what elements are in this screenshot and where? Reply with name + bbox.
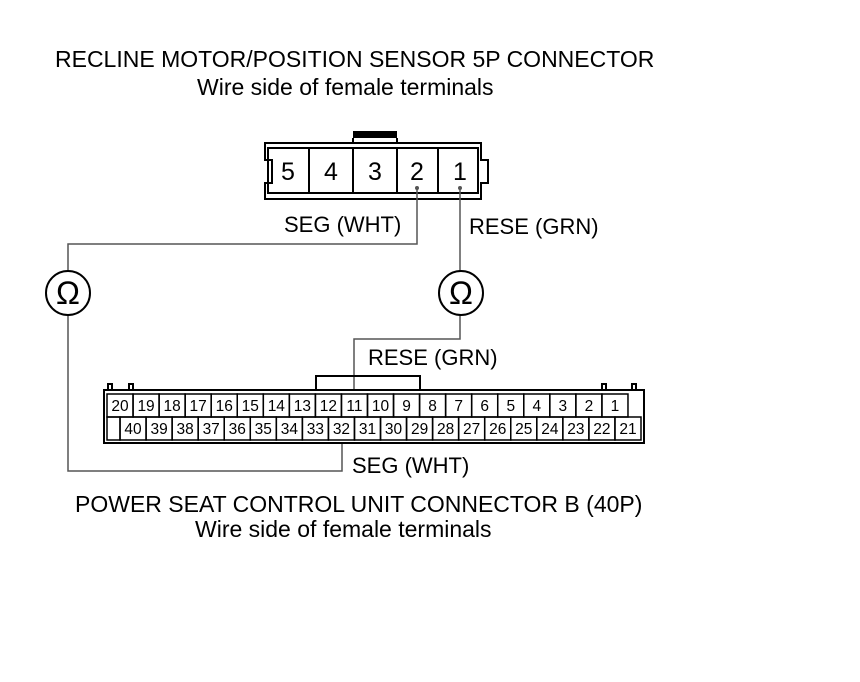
ohm-symbol-right: Ω [449, 275, 473, 311]
connector-b-pin-12: 12 [320, 398, 337, 415]
connector-b-pin-8: 8 [428, 398, 437, 415]
connector-a-shell [264, 142, 489, 200]
connector-b-pin-18: 18 [163, 398, 180, 415]
connector-b-pin-21: 21 [619, 421, 636, 438]
label-rese-top: RESE (GRN) [469, 214, 599, 239]
connector-a-pin-2: 2 [410, 158, 424, 186]
connector-b-latch [315, 375, 421, 390]
connector-b-pin-40: 40 [124, 421, 142, 438]
connector-b-pin-36: 36 [229, 421, 246, 438]
connector-b-pin-2: 2 [585, 398, 594, 415]
connector-b-pin-17: 17 [190, 398, 207, 415]
connector-b-subtitle: Wire side of female terminals [195, 516, 492, 542]
connector-a-lock-tab [353, 131, 397, 138]
connector-b-pin-13: 13 [294, 398, 311, 415]
connector-b-title: POWER SEAT CONTROL UNIT CONNECTOR B (40P… [75, 491, 642, 517]
pin-2-probe [415, 186, 419, 190]
connector-b-pin-4: 4 [532, 398, 541, 415]
connector-b-pin-3: 3 [559, 398, 568, 415]
connector-b-pin-38: 38 [177, 421, 194, 438]
connector-b-pin-25: 25 [515, 421, 532, 438]
connector-a-pin-4: 4 [324, 158, 338, 186]
connector-b-pin-6: 6 [480, 398, 489, 415]
connector-b-pin-32: 32 [333, 421, 350, 438]
connector-b-pin-27: 27 [463, 421, 480, 438]
connector-b-pin-33: 33 [307, 421, 324, 438]
connector-b-pin-37: 37 [203, 421, 220, 438]
connector-b-pin-24: 24 [541, 421, 559, 438]
ohmmeter-right-icon [438, 270, 484, 316]
connector-b-pin-10: 10 [372, 398, 390, 415]
label-seg-top: SEG (WHT) [284, 212, 401, 237]
connector-b-pin-30: 30 [385, 421, 403, 438]
label-rese-bottom: RESE (GRN) [368, 345, 498, 370]
connector-a-pin-3: 3 [368, 158, 382, 186]
connector-b-pin-22: 22 [593, 421, 610, 438]
connector-a-5p: 5 4 3 2 1 [264, 131, 489, 200]
connector-a-pin-1: 1 [453, 158, 467, 186]
connector-b-pin-34: 34 [281, 421, 299, 438]
connector-b-pin-14: 14 [268, 398, 286, 415]
label-seg-bottom: SEG (WHT) [352, 453, 469, 478]
connector-b-pin-7: 7 [454, 398, 463, 415]
seg-wire-upper [67, 187, 418, 272]
connector-a-pin-5: 5 [281, 158, 295, 186]
connector-b-pin-35: 35 [255, 421, 272, 438]
connector-b-pin-31: 31 [359, 421, 376, 438]
connector-b-pin-20: 20 [111, 398, 129, 415]
connector-a-subtitle: Wire side of female terminals [197, 74, 494, 100]
seg-wire-lower [67, 314, 343, 472]
pin-1-probe [458, 186, 462, 190]
connector-b-pin-15: 15 [242, 398, 259, 415]
ohmmeter-right: Ω [438, 270, 484, 316]
connector-b-pin-16: 16 [216, 398, 233, 415]
connector-b-pin-26: 26 [489, 421, 506, 438]
connector-b-pin-5: 5 [506, 398, 515, 415]
connector-b-pin-1: 1 [611, 398, 620, 415]
connector-a-title: RECLINE MOTOR/POSITION SENSOR 5P CONNECT… [55, 46, 654, 72]
connector-b-pin-11: 11 [346, 398, 362, 415]
connector-b-cell-bottom [614, 416, 642, 441]
connector-b-pin-29: 29 [411, 421, 428, 438]
wires [67, 187, 461, 472]
rese-wire-lower [353, 314, 461, 406]
connector-b-pin-23: 23 [567, 421, 584, 438]
ohmmeter-left: Ω [45, 270, 91, 316]
connector-b-pin-28: 28 [437, 421, 454, 438]
ohmmeter-left-icon [45, 270, 91, 316]
ohm-symbol-left: Ω [56, 275, 80, 311]
connector-b-pin-19: 19 [137, 398, 154, 415]
connector-b-pin-39: 39 [150, 421, 167, 438]
connector-b-pin-9: 9 [402, 398, 411, 415]
